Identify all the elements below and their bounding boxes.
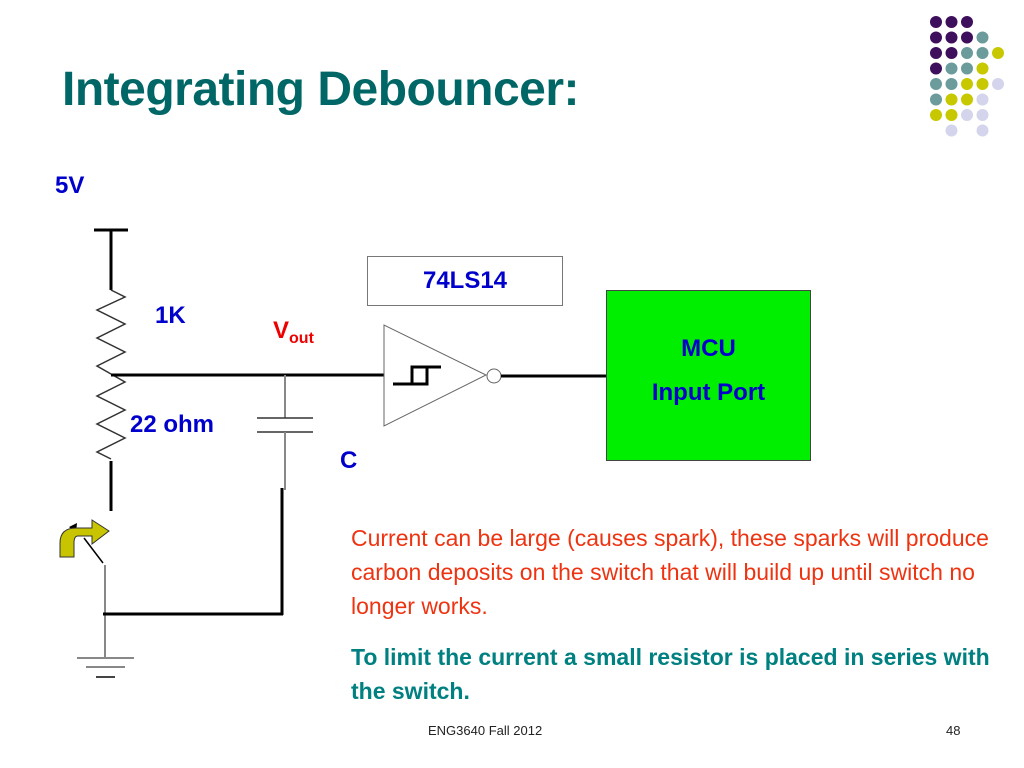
inverter-bubble [486,368,502,384]
vout-label-sub: out [289,330,314,347]
footer-course: ENG3640 Fall 2012 [428,723,543,738]
hysteresis-symbol-icon-part [412,367,429,386]
resistor-22ohm [95,373,127,460]
vout-label-main: V [273,317,290,344]
resistor-22ohm-label: 22 ohm [130,411,215,438]
switch-blade [83,537,104,564]
slide-title: Integrating Debouncer: [62,63,580,116]
chip-label: 74LS14 [422,267,508,294]
mcu-block: MCU Input Port [606,290,811,461]
switch-action-arrow-icon [59,519,110,558]
capacitor-label: C [340,447,358,474]
schmitt-inverter [383,324,488,427]
vout-label: Vout [273,317,314,348]
mcu-subtitle: Input Port [651,379,766,406]
warning-note: Current can be large (causes spark), the… [351,525,989,619]
chip-label-box: 74LS14 [367,256,563,306]
resistor-1k [95,289,127,375]
solution-note: To limit the current a small resistor is… [351,644,990,704]
mcu-title: MCU [681,335,736,362]
resistor-1k-label: 1K [155,302,186,329]
supply-voltage-label: 5V [55,172,85,199]
page-number: 48 [946,723,961,738]
